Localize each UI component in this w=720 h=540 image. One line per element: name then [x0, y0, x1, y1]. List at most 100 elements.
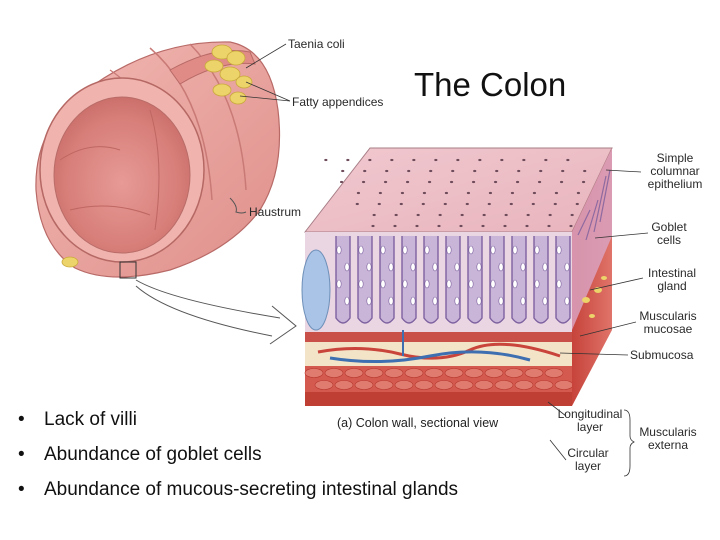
label-haustrum: Haustrum	[249, 206, 301, 219]
gland-pore	[500, 159, 503, 161]
gland-pore	[494, 181, 497, 183]
smooth-muscle-cell	[345, 369, 363, 378]
smooth-muscle-cell	[485, 369, 503, 378]
goblet-cell	[345, 263, 349, 271]
gland-pore	[417, 214, 420, 216]
label-goblet-cells: Goblet cells	[648, 221, 690, 247]
smooth-muscle-cell	[495, 381, 513, 390]
goblet-cell	[389, 297, 393, 305]
smooth-muscle-cell	[535, 381, 553, 390]
gland-pore	[378, 203, 381, 205]
goblet-cell	[447, 246, 451, 254]
goblet-cell	[565, 297, 569, 305]
gland-pore	[569, 225, 572, 227]
smooth-muscle-cell	[545, 369, 563, 378]
gland-pore	[488, 203, 491, 205]
gland-pore	[503, 225, 506, 227]
gland-pore	[429, 170, 432, 172]
gland-pore	[400, 203, 403, 205]
goblet-cell	[477, 297, 481, 305]
bullet-list: •Lack of villi •Abundance of goblet cell…	[18, 402, 458, 507]
gland-pore	[384, 181, 387, 183]
gland-pore	[505, 214, 508, 216]
slide-title: The Colon	[414, 66, 566, 104]
goblet-cell	[425, 246, 429, 254]
gland-pore	[549, 214, 552, 216]
smooth-muscle-cell	[505, 369, 523, 378]
smooth-muscle-cell	[405, 369, 423, 378]
smooth-muscle-cell	[515, 381, 533, 390]
smooth-muscle-cell	[385, 369, 403, 378]
gland-pore	[401, 192, 404, 194]
goblet-cell	[411, 263, 415, 271]
smooth-muscle-cell	[375, 381, 393, 390]
goblet-cell	[433, 297, 437, 305]
goblet-cell	[513, 246, 517, 254]
gland-pore	[371, 225, 374, 227]
smooth-muscle-cell	[355, 381, 373, 390]
lymphoid-nodule	[302, 250, 330, 330]
gland-pore	[422, 203, 425, 205]
gland-pore	[379, 192, 382, 194]
gland-pore	[346, 159, 349, 161]
label-muscularis-externa: Muscularis externa	[636, 426, 700, 452]
gland-pore	[406, 181, 409, 183]
gland-pore	[415, 225, 418, 227]
bullet-item: •Lack of villi	[18, 402, 458, 437]
goblet-cell	[345, 297, 349, 305]
gland-pore	[583, 170, 586, 172]
smooth-muscle-cell	[395, 381, 413, 390]
gland-pore	[472, 181, 475, 183]
gland-pore	[390, 159, 393, 161]
smooth-muscle-cell	[305, 369, 323, 378]
label-circular-layer: Circular layer	[562, 447, 614, 473]
goblet-cell	[491, 246, 495, 254]
gland-pore	[466, 203, 469, 205]
gland-pore	[356, 203, 359, 205]
goblet-cell	[491, 280, 495, 288]
goblet-cell	[469, 280, 473, 288]
gland-pore	[368, 159, 371, 161]
gland-pore	[517, 170, 520, 172]
section-arrow	[136, 280, 280, 318]
gland-pore	[522, 159, 525, 161]
colon-tube	[36, 42, 296, 344]
smooth-muscle-cell	[475, 381, 493, 390]
goblet-cell	[359, 246, 363, 254]
goblet-cell	[521, 297, 525, 305]
gland-pore	[561, 170, 564, 172]
label-fatty-appendices: Fatty appendices	[292, 96, 383, 109]
goblet-cell	[425, 280, 429, 288]
goblet-cell	[455, 263, 459, 271]
goblet-cell	[337, 246, 341, 254]
smooth-muscle-cell	[435, 381, 453, 390]
gland-pore	[439, 214, 442, 216]
goblet-cell	[381, 280, 385, 288]
goblet-cell	[543, 263, 547, 271]
goblet-cell	[359, 280, 363, 288]
gland-pore	[511, 192, 514, 194]
gland-pore	[412, 159, 415, 161]
gland-pore	[461, 214, 464, 216]
label-longitudinal-layer: Longitudinal layer	[552, 408, 628, 434]
label-simple-columnar-epithelium: Simple columnar epithelium	[642, 152, 708, 191]
gland-pore	[566, 159, 569, 161]
goblet-cell	[403, 280, 407, 288]
gland-pore	[393, 225, 396, 227]
bullet-item: •Abundance of mucous-secreting intestina…	[18, 472, 458, 507]
gland-pore	[451, 170, 454, 172]
gland-pore	[363, 170, 366, 172]
gland-pore	[473, 170, 476, 172]
gland-pore	[407, 170, 410, 172]
gland-pore	[510, 203, 513, 205]
bullet-item: •Abundance of goblet cells	[18, 437, 458, 472]
smooth-muscle-cell	[455, 381, 473, 390]
gland-pore	[533, 192, 536, 194]
gland-pore	[434, 159, 437, 161]
gland-pore	[489, 192, 492, 194]
gland-pore	[544, 159, 547, 161]
gland-pore	[341, 170, 344, 172]
smooth-muscle-cell	[335, 381, 353, 390]
goblet-cell	[469, 246, 473, 254]
